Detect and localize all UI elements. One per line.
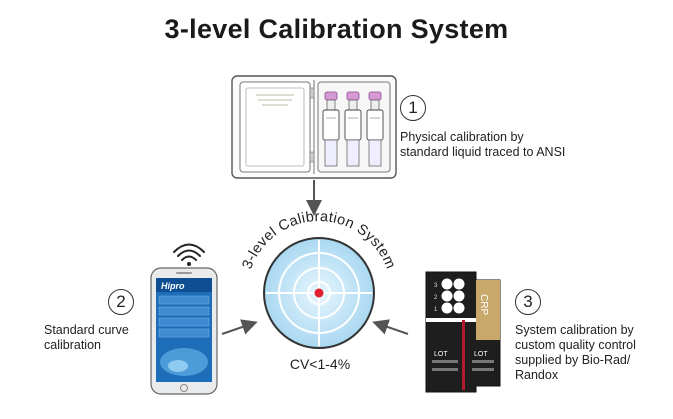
card-label: CRP [478, 294, 489, 315]
caption-line: Randox [515, 368, 559, 382]
card-number-1: 3 [434, 283, 438, 289]
step-1-number: 1 [400, 95, 426, 121]
card-number-3: 1 [434, 307, 438, 313]
step-2-number: 2 [108, 289, 134, 315]
caption-line: Physical calibration by [400, 130, 524, 144]
card-lot-right: LOT [474, 351, 488, 358]
vial-3 [366, 91, 384, 167]
caption-line: System calibration by [515, 323, 634, 337]
caption-line: calibration [44, 338, 101, 352]
calibration-target: 3-level Calibration System [240, 209, 398, 349]
phone-image: Hipro [150, 243, 218, 395]
step-2-caption: Standard curve calibration [44, 323, 129, 353]
card-lot-left: LOT [434, 351, 448, 358]
arrow-left [372, 319, 409, 335]
arrow-right [221, 319, 258, 335]
card-number-2: 2 [434, 295, 438, 301]
caption-line: custom quality control [515, 338, 636, 352]
cv-label: CV<1-4% [289, 356, 351, 372]
wifi-icon [173, 243, 205, 261]
vial-1 [322, 91, 340, 167]
page-title: 3-level Calibration System [164, 14, 509, 44]
caption-line: supplied by Bio-Rad/ [515, 353, 631, 367]
step-3-caption: System calibration by custom quality con… [515, 323, 636, 383]
vial-2 [344, 91, 362, 167]
phone-brand: Hipro [161, 281, 185, 291]
step-1-caption: Physical calibration by standard liquid … [400, 130, 565, 160]
target-center-dot [314, 288, 324, 298]
step-3-number: 3 [515, 289, 541, 315]
caption-line: standard liquid traced to ANSI [400, 145, 566, 159]
reagent-card-image: CRP 3 2 1 LOT LOT [425, 271, 501, 393]
caption-line: Standard curve [44, 323, 129, 337]
vial-case-image [231, 75, 397, 179]
